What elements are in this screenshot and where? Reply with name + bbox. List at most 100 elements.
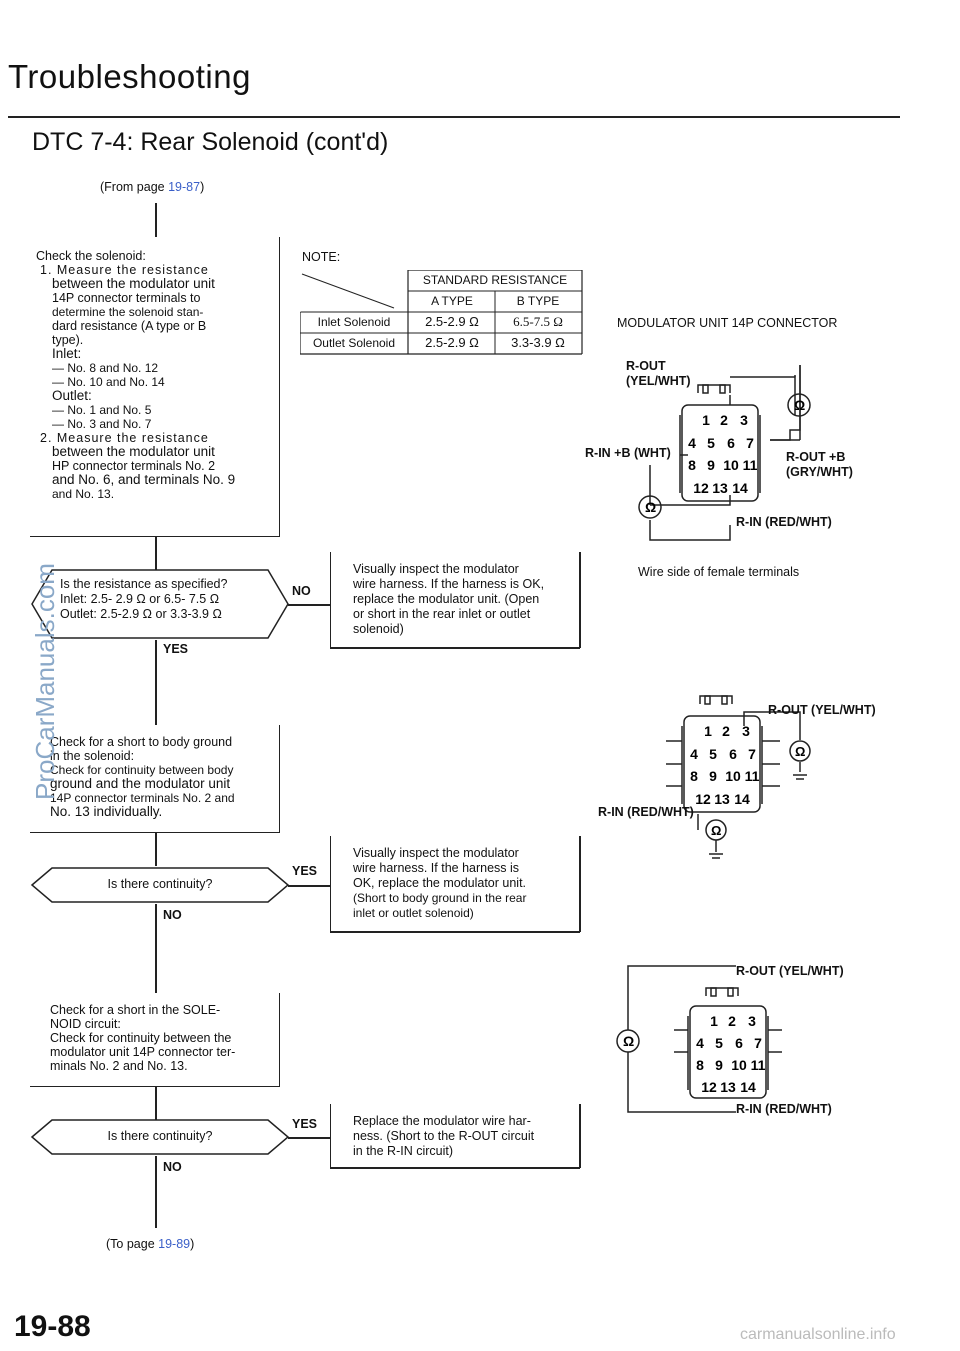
decision1-yes: YES [163, 642, 189, 656]
svg-text:5: 5 [709, 746, 717, 762]
step1-line: — No. 3 and No. 7 [52, 417, 152, 431]
step1-line: HP connector terminals No. 2 [52, 459, 216, 473]
step1-line: dard resistance (A type or B [52, 319, 207, 333]
svg-text:13: 13 [714, 791, 730, 807]
svg-text:Ω: Ω [623, 1033, 634, 1049]
svg-text:1: 1 [702, 412, 710, 428]
decision1-line: Outlet: 2.5-2.9 Ω or 3.3-3.9 Ω [60, 607, 222, 621]
from-page-suffix: ) [200, 180, 205, 194]
decision1-text: Is the resistance as specified? Inlet: 2… [60, 577, 227, 622]
svg-text:11: 11 [743, 457, 758, 473]
decision3-no: NO [163, 1160, 182, 1174]
decision2-text: Is there continuity? [107, 877, 213, 891]
flow-line [288, 1137, 330, 1139]
svg-text:14: 14 [740, 1079, 756, 1095]
svg-text:11: 11 [751, 1057, 766, 1073]
svg-text:13: 13 [720, 1079, 736, 1095]
box-border [330, 647, 580, 649]
svg-text:7: 7 [746, 435, 754, 451]
svg-text:1: 1 [704, 723, 712, 739]
svg-text:Ω: Ω [795, 744, 805, 759]
result1-line: Visually inspect the modulator [353, 562, 519, 576]
decision2-no: NO [163, 908, 182, 922]
label-r-out-full: R-OUT (YEL/WHT) [768, 703, 876, 717]
step2-line: in the solenoid: [50, 749, 135, 763]
svg-text:8: 8 [696, 1057, 704, 1073]
step1-line: — No. 10 and No. 14 [52, 375, 165, 389]
page-title: Troubleshooting [8, 58, 251, 95]
result1-line: wire harness. If the harness is OK, [353, 577, 545, 591]
to-page-prefix: (To page [106, 1237, 159, 1251]
result3-line: Replace the modulator wire har- [353, 1114, 531, 1128]
step3-line: modulator unit 14P connector ter- [50, 1045, 236, 1059]
box-border [579, 1104, 581, 1168]
label-r-in: R-IN (RED/WHT) [598, 805, 694, 819]
result3-box: Replace the modulator wire har- ness. (S… [330, 1104, 580, 1168]
ohm-symbol: Ω [645, 499, 656, 515]
from-page-link[interactable]: 19-87 [168, 180, 201, 194]
step2-line: 14P connector terminals No. 2 and [50, 791, 235, 805]
svg-text:2: 2 [722, 723, 730, 739]
svg-text:2: 2 [720, 412, 728, 428]
step1-line: Inlet: [52, 346, 82, 361]
box-border [579, 836, 581, 932]
col-a-header: A TYPE [431, 294, 473, 308]
svg-text:3: 3 [748, 1013, 756, 1029]
svg-text:12: 12 [695, 791, 711, 807]
col-b-header: B TYPE [516, 294, 560, 308]
flow-line [155, 203, 157, 237]
flow-line [155, 1156, 157, 1228]
label-yel-wht: (YEL/WHT) [626, 374, 691, 388]
svg-text:14: 14 [734, 791, 750, 807]
row-outlet-b: 3.3-3.9 Ω [511, 335, 565, 350]
svg-text:10: 10 [731, 1057, 747, 1073]
svg-text:14: 14 [732, 480, 748, 496]
step1-line: and No. 6, and terminals No. 9 [52, 472, 236, 487]
section-title: DTC 7-4: Rear Solenoid (cont'd) [32, 128, 389, 156]
flow-line [288, 885, 330, 887]
svg-text:10: 10 [725, 768, 741, 784]
to-page-link[interactable]: 19-89 [158, 1237, 191, 1251]
to-page-ref: (To page 19-89) [106, 1237, 194, 1251]
step1-line: 14P connector terminals to [52, 291, 201, 305]
ohm-symbol: Ω [794, 397, 805, 413]
flow-line [155, 904, 157, 994]
svg-text:13: 13 [712, 480, 728, 496]
result1-line: replace the modulator unit. (Open [353, 592, 540, 606]
label-r-out-full: R-OUT (YEL/WHT) [736, 964, 844, 978]
decision2-yes: YES [292, 864, 318, 878]
decision3-text: Is there continuity? [107, 1129, 213, 1143]
svg-text:3: 3 [742, 723, 750, 739]
svg-text:4: 4 [690, 746, 698, 762]
svg-text:Ω: Ω [711, 823, 721, 838]
flow-line [155, 833, 157, 866]
svg-text:6: 6 [727, 435, 735, 451]
step1-line: — No. 8 and No. 12 [52, 361, 159, 375]
step3-line: Check for continuity between the [50, 1031, 232, 1045]
step2-line: Check for continuity between body [50, 763, 234, 777]
step3-line: NOID circuit: [50, 1017, 121, 1031]
step3-line: Check for a short in the SOLE- [50, 1003, 221, 1017]
row-outlet-name: Outlet Solenoid [312, 336, 396, 350]
step1-line: and No. 13. [52, 487, 115, 501]
svg-text:8: 8 [690, 768, 698, 784]
result2-line: (Short to body ground in the rear [353, 891, 527, 905]
step1-line: type). [52, 333, 84, 347]
resistance-table [300, 270, 583, 355]
connector-title: MODULATOR UNIT 14P CONNECTOR [617, 316, 838, 330]
step1-line: 2. Measure the resistance [40, 431, 209, 445]
box-border [330, 931, 580, 933]
step1-line: between the modulator unit [52, 276, 215, 291]
row-inlet-a: 2.5-2.9 Ω [425, 314, 479, 329]
step1-box: Check the solenoid: 1. Measure the resis… [30, 237, 280, 537]
step1-line: determine the solenoid stan- [52, 305, 204, 319]
svg-text:9: 9 [715, 1057, 723, 1073]
step2-line: No. 13 individually. [50, 804, 163, 819]
flow-line [155, 1087, 157, 1120]
svg-text:5: 5 [707, 435, 715, 451]
result3-line: ness. (Short to the R-OUT circuit [353, 1129, 535, 1143]
watermark-side: ProCarManuals.com [30, 563, 60, 800]
box-border [330, 1167, 580, 1169]
svg-text:12: 12 [701, 1079, 717, 1095]
step2-line: Check for a short to body ground [50, 735, 233, 749]
